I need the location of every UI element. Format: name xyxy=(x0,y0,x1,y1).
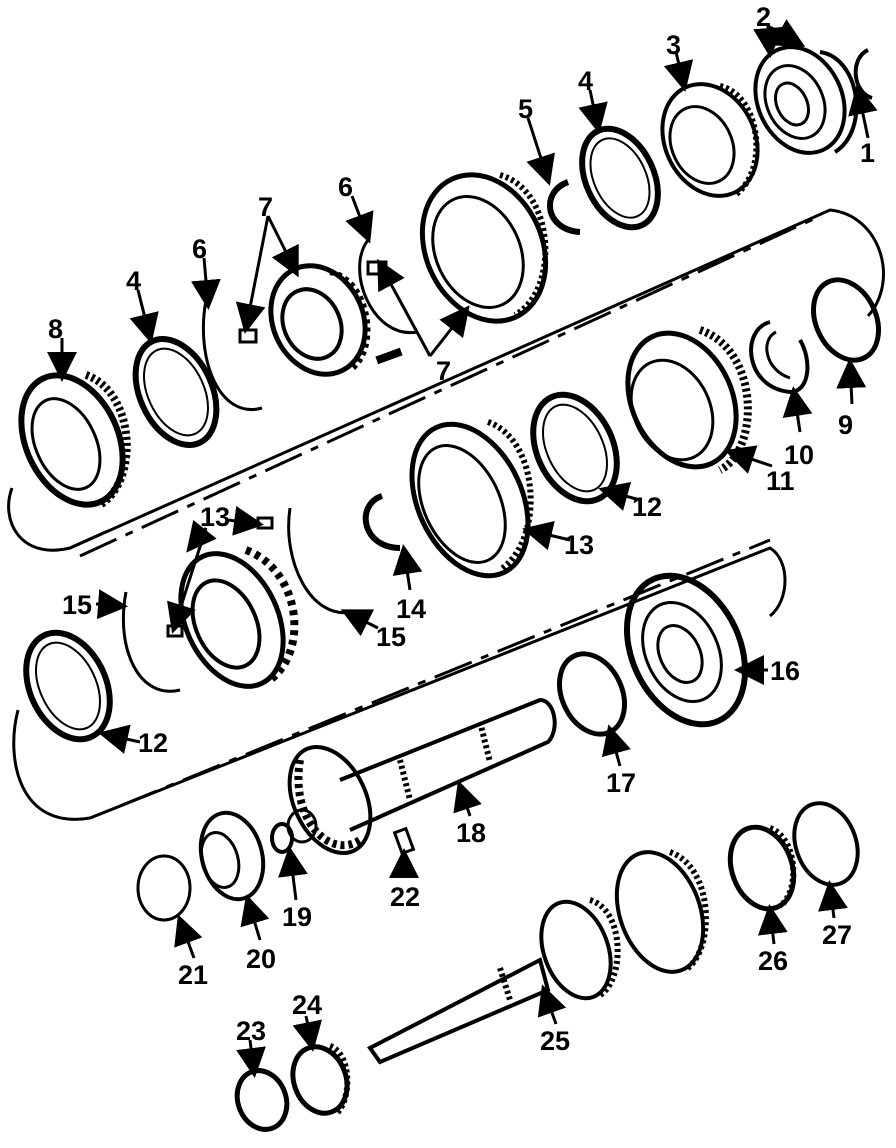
assembly-dash-line-top xyxy=(79,214,821,558)
callout-19: 19 xyxy=(282,902,312,932)
synchro-sleeve-upper xyxy=(419,172,549,324)
part-9-ring xyxy=(811,277,881,363)
part-22-key xyxy=(392,826,416,856)
callout-4b: 4 xyxy=(126,266,141,296)
part-15-spring-left xyxy=(121,591,181,693)
part-17-washer xyxy=(557,651,627,737)
callout-4a: 4 xyxy=(578,66,593,96)
callout-26: 26 xyxy=(758,946,788,976)
callout-labels: 1 2 3 4 5 6 7 6 4 8 7 9 10 11 12 13 13 1… xyxy=(48,2,875,1056)
part-15-spring-right xyxy=(287,507,353,615)
callout-27: 27 xyxy=(822,920,852,950)
callout-13b: 13 xyxy=(200,502,230,532)
part-5-snap-ring xyxy=(546,179,581,235)
part-6-spring-right xyxy=(358,239,419,335)
callout-15a: 15 xyxy=(62,590,92,620)
part-24-bearing xyxy=(290,1043,351,1117)
callout-13a: 13 xyxy=(564,530,594,560)
callout-5: 5 xyxy=(518,94,533,124)
part-14-snap-ring xyxy=(362,493,401,551)
part-13-synchro-sleeve xyxy=(409,419,534,579)
callout-15b: 15 xyxy=(376,622,406,652)
part-21-ring xyxy=(136,854,192,922)
part-26-bearing xyxy=(727,824,797,912)
assembly-outline-upper xyxy=(7,208,885,552)
callout-21: 21 xyxy=(178,960,208,990)
callout-20: 20 xyxy=(246,944,276,974)
part-23-race xyxy=(234,1068,290,1132)
callout-12a: 12 xyxy=(632,492,662,522)
callout-6b: 6 xyxy=(192,234,207,264)
callout-11: 11 xyxy=(766,466,795,496)
part-7-synchro-hub xyxy=(268,263,371,377)
assembly-dash-line-middle xyxy=(119,538,771,808)
callout-3: 3 xyxy=(666,30,681,60)
callout-7b: 7 xyxy=(436,356,451,386)
callout-23: 23 xyxy=(236,1016,266,1046)
part-7-key-c xyxy=(238,328,258,344)
part-12-synchro-ring-lower xyxy=(23,629,113,743)
callout-22: 22 xyxy=(390,882,420,912)
assembly-dash-line-upper xyxy=(69,528,111,550)
callout-10: 10 xyxy=(784,440,814,470)
part-10-thrust-washer xyxy=(749,320,810,395)
callout-8: 8 xyxy=(48,314,63,344)
callout-16: 16 xyxy=(770,656,800,686)
callout-25: 25 xyxy=(540,1026,570,1056)
part-16-gear xyxy=(623,572,749,728)
callout-1: 1 xyxy=(860,138,875,168)
callout-2: 2 xyxy=(756,2,771,32)
part-6-spring-left xyxy=(201,299,263,411)
callout-18: 18 xyxy=(456,818,486,848)
leader-lines xyxy=(47,19,878,1078)
callout-17: 17 xyxy=(606,768,636,798)
callout-7a: 7 xyxy=(258,192,273,222)
callout-24: 24 xyxy=(292,990,322,1020)
part-27-race xyxy=(792,801,860,887)
part-8-gear xyxy=(18,371,131,509)
part-4-synchro-ring-upper xyxy=(579,125,661,231)
part-11-gear xyxy=(625,326,752,474)
callout-12b: 12 xyxy=(138,728,168,758)
part-13-synchro-hub xyxy=(166,516,299,689)
part-19-ring xyxy=(270,822,294,854)
callout-9: 9 xyxy=(838,410,853,440)
part-4-synchro-ring-lower xyxy=(132,336,220,448)
part-20-needle-bearing xyxy=(198,810,266,902)
assembly-outline-middle xyxy=(12,546,787,821)
callout-6a: 6 xyxy=(338,172,353,202)
part-7-key-b xyxy=(375,347,403,365)
callout-14: 14 xyxy=(396,594,426,624)
